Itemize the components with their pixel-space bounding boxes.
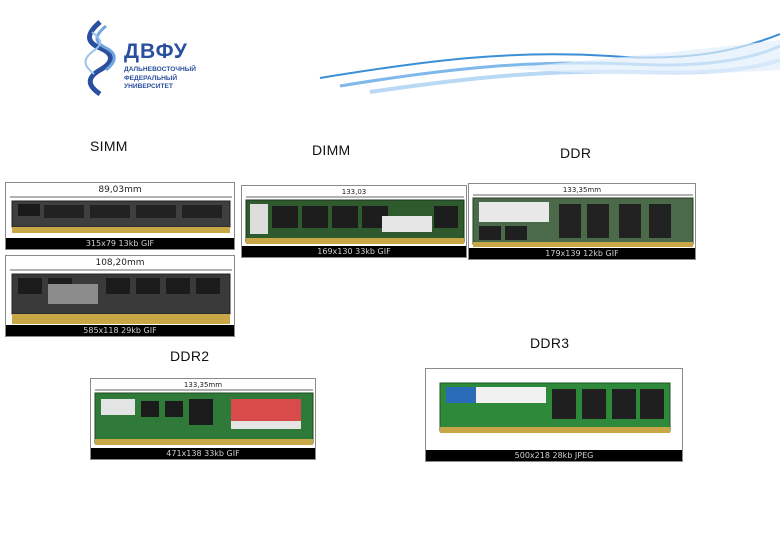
logo-line-2: ФЕДЕРАЛЬНЫЙ xyxy=(124,74,178,82)
heading-dimm: DIMM xyxy=(312,142,351,158)
ddr3-board-graphic xyxy=(439,382,671,433)
image-caption: 179x139 12kb GIF xyxy=(469,248,695,259)
dimm-board-graphic xyxy=(245,196,465,244)
simm-module-image-2: 108,20mm 585x118 29kb GIF xyxy=(5,255,235,337)
heading-ddr2: DDR2 xyxy=(170,348,210,364)
university-logo: ДВФУ ДАЛЬНЕВОСТОЧНЫЙ ФЕДЕРАЛЬНЫЙ УНИВЕРС… xyxy=(80,18,210,98)
dimension-label: 133,35mm xyxy=(562,186,602,194)
header-swoosh-decoration xyxy=(319,33,780,94)
ddr3-module-image: 500x218 28kb JPEG xyxy=(425,368,683,462)
image-caption: 315x79 13kb GIF xyxy=(6,238,234,249)
image-caption: 471x138 33kb GIF xyxy=(91,448,315,459)
ddr2-board-graphic xyxy=(94,389,314,445)
logo-full-name: ДАЛЬНЕВОСТОЧНЫЙ ФЕДЕРАЛЬНЫЙ УНИВЕРСИТЕТ xyxy=(124,66,196,92)
image-caption: 169x130 33kb GIF xyxy=(242,246,466,257)
ddr-board-graphic xyxy=(472,194,694,247)
dimension-label: 133,03 xyxy=(341,188,367,196)
dimension-label: 89,03mm xyxy=(98,185,142,195)
simm-board-graphic xyxy=(10,196,232,233)
heading-ddr3: DDR3 xyxy=(530,335,570,351)
ddr2-module-image: 133,35mm 471x138 33kb GIF xyxy=(90,378,316,460)
simm-board-graphic xyxy=(10,269,232,324)
dimension-label: 133,35mm xyxy=(183,381,223,389)
ddr-module-image: 133,35mm 179x139 12kb GIF xyxy=(468,183,696,260)
logo-line-3: УНИВЕРСИТЕТ xyxy=(124,83,173,90)
dimension-label: 108,20mm xyxy=(95,258,145,268)
logo-line-1: ДАЛЬНЕВОСТОЧНЫЙ xyxy=(124,66,196,73)
logo-wave-icon xyxy=(84,20,116,96)
logo-abbreviation: ДВФУ xyxy=(124,40,188,63)
heading-simm: SIMM xyxy=(90,138,128,154)
heading-ddr: DDR xyxy=(560,145,592,161)
image-caption: 500x218 28kb JPEG xyxy=(426,450,682,461)
image-caption: 585x118 29kb GIF xyxy=(6,325,234,336)
dimm-module-image: 133,03 169x130 33kb GIF xyxy=(241,185,467,258)
simm-module-image-1: 89,03mm 315x79 13kb GIF xyxy=(5,182,235,250)
